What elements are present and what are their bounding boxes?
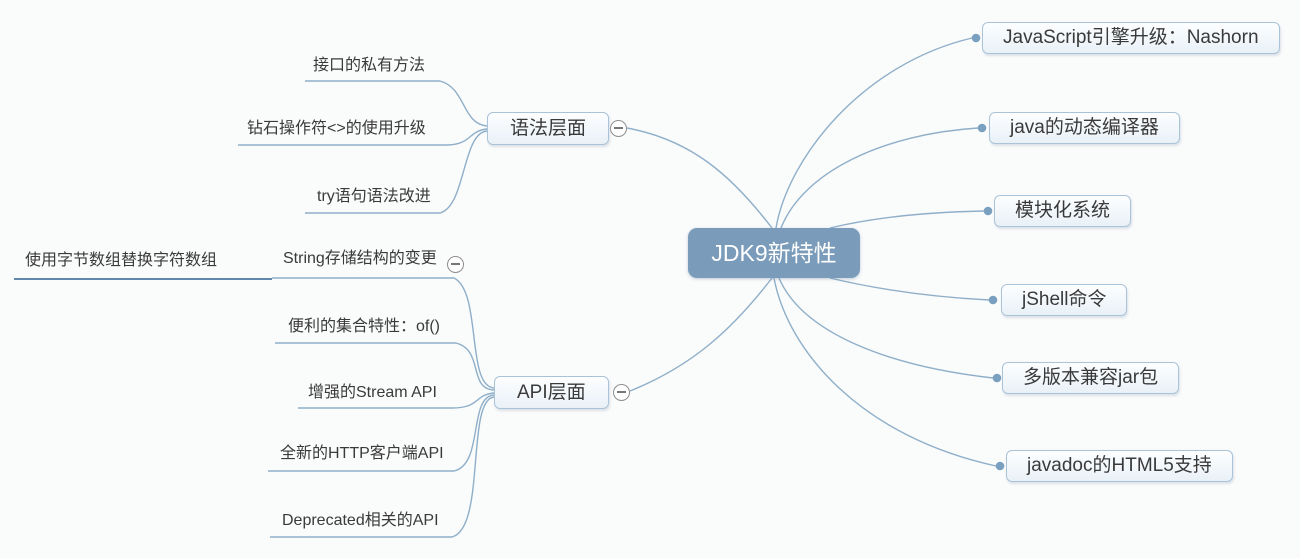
right-topic-multi-release-jar[interactable]: 多版本兼容jar包 — [1002, 362, 1180, 394]
subtopic-try-statement[interactable]: try语句语法改进 — [317, 188, 431, 205]
subtopic-private-interface-methods[interactable]: 接口的私有方法 — [313, 57, 426, 74]
subtopic-collection-of[interactable]: 便利的集合特性：of() — [288, 318, 441, 335]
subtopic-http-client-api[interactable]: 全新的HTTP客户端API — [280, 445, 444, 462]
subtopic-diamond-operator[interactable]: 钻石操作符<>的使用升级 — [247, 120, 426, 137]
right-topic-javadoc-html5[interactable]: javadoc的HTML5支持 — [1006, 450, 1233, 482]
collapse-icon-syntax[interactable] — [610, 119, 627, 137]
subtopic-string-storage[interactable]: String存储结构的变更 — [283, 250, 437, 267]
right-topic-java-dynamic-compiler[interactable]: java的动态编译器 — [989, 112, 1180, 144]
subtopic-deprecated-api[interactable]: Deprecated相关的API — [282, 512, 439, 529]
root-topic[interactable]: JDK9新特性 — [688, 228, 860, 278]
subtopic-byte-array-replaces-char-array[interactable]: 使用字节数组替换字符数组 — [25, 252, 218, 269]
connection-dots — [971, 33, 1005, 471]
branch-topic-syntax[interactable]: 语法层面 — [487, 112, 610, 145]
right-topic-jshell-command[interactable]: jShell命令 — [1001, 284, 1128, 316]
right-topic-javascript-engine-nashorn[interactable]: JavaScript引擎升级：Nashorn — [982, 22, 1280, 54]
branch-topic-api[interactable]: API层面 — [494, 376, 609, 409]
right-topic-module-system[interactable]: 模块化系统 — [994, 195, 1132, 227]
subtopic-enhanced-stream-api[interactable]: 增强的Stream API — [308, 384, 437, 401]
collapse-icon-string-storage[interactable] — [447, 255, 464, 273]
collapse-icon-api[interactable] — [613, 383, 630, 401]
